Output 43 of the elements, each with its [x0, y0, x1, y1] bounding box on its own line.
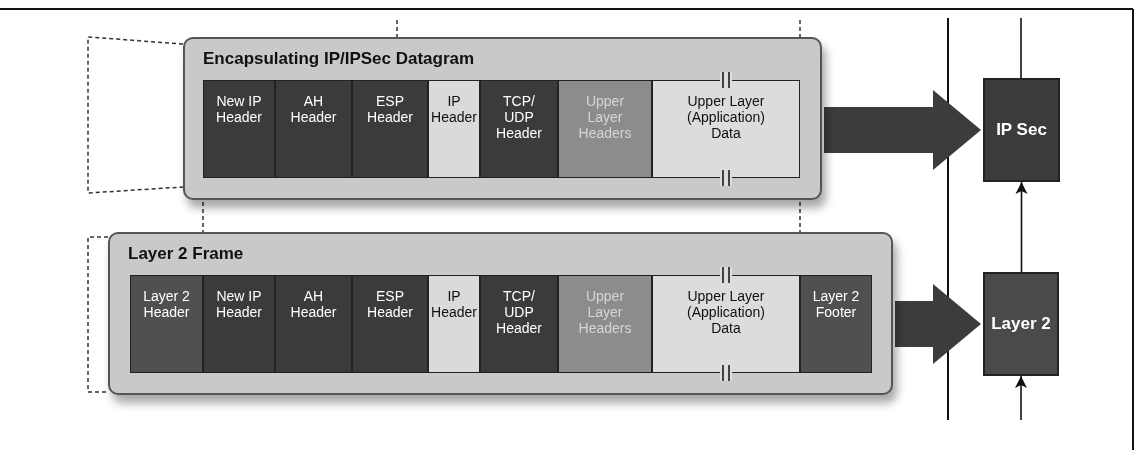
field-label: Upper Layer Headers [577, 288, 633, 336]
frame-panel [183, 37, 822, 200]
layer-box [983, 78, 1060, 182]
block-arrow [895, 284, 981, 364]
block-arrow [824, 90, 981, 170]
packet-field [203, 80, 275, 178]
packet-field [275, 275, 352, 373]
layer-box [983, 272, 1059, 376]
frame-panel [108, 232, 893, 395]
field-label: New IP Header [215, 93, 263, 125]
field-label: Upper Layer (Application) Data [686, 288, 766, 336]
packet-field [800, 275, 872, 373]
field-label: ESP Header [366, 93, 414, 125]
field-label: Upper Layer Headers [577, 93, 633, 141]
box-label: IP Sec [996, 120, 1047, 140]
field-label: TCP/ UDP Header [495, 93, 543, 141]
field-label: Layer 2 Header [142, 288, 191, 320]
packet-field [275, 80, 352, 178]
packet-field [130, 275, 203, 373]
field-label: IP Header [430, 93, 478, 125]
field-label: Layer 2 Footer [811, 288, 861, 320]
packet-field [558, 80, 652, 178]
field-label: ESP Header [366, 288, 414, 320]
packet-field [428, 80, 480, 178]
arrow [1015, 181, 1028, 273]
packet-field [352, 275, 428, 373]
field-label: Upper Layer (Application) Data [686, 93, 766, 141]
field-label: New IP Header [215, 288, 263, 320]
field-label: AH Header [289, 288, 338, 320]
arrow [1015, 375, 1027, 421]
box-label: Layer 2 [991, 314, 1051, 334]
field-label: TCP/ UDP Header [495, 288, 543, 336]
field-label: IP Header [430, 288, 478, 320]
packet-field [352, 80, 428, 178]
packet-field [428, 275, 480, 373]
packet-field [480, 80, 558, 178]
panel-title: Encapsulating IP/IPSec Datagram [203, 49, 475, 69]
field-label: AH Header [289, 93, 338, 125]
packet-field [203, 275, 275, 373]
packet-field [558, 275, 652, 373]
panel-title: Layer 2 Frame [128, 244, 244, 264]
connector-line [1020, 17, 1022, 79]
packet-field [480, 275, 558, 373]
